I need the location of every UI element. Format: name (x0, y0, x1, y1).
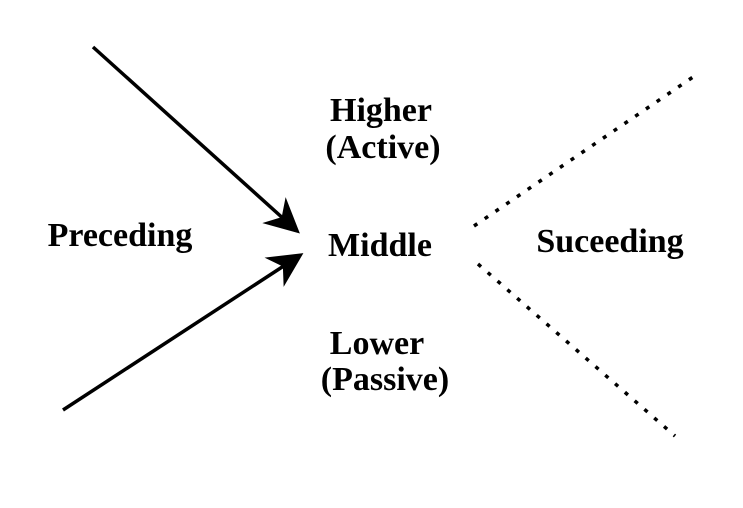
higher-label: Higher (330, 92, 432, 129)
upper-incoming-arrow (91, 45, 300, 234)
preceding-label: Preceding (48, 217, 193, 254)
succeeding-label: Suceeding (536, 223, 683, 260)
lower-incoming-arrow (62, 253, 304, 412)
upper-outgoing-dotted-line (473, 75, 694, 228)
middle-label: Middle (328, 227, 432, 264)
lower-outgoing-dotted-line (476, 262, 677, 438)
active-label: (Active) (325, 129, 440, 166)
lower-label: Lower (330, 325, 424, 362)
passive-label: (Passive) (321, 361, 449, 398)
